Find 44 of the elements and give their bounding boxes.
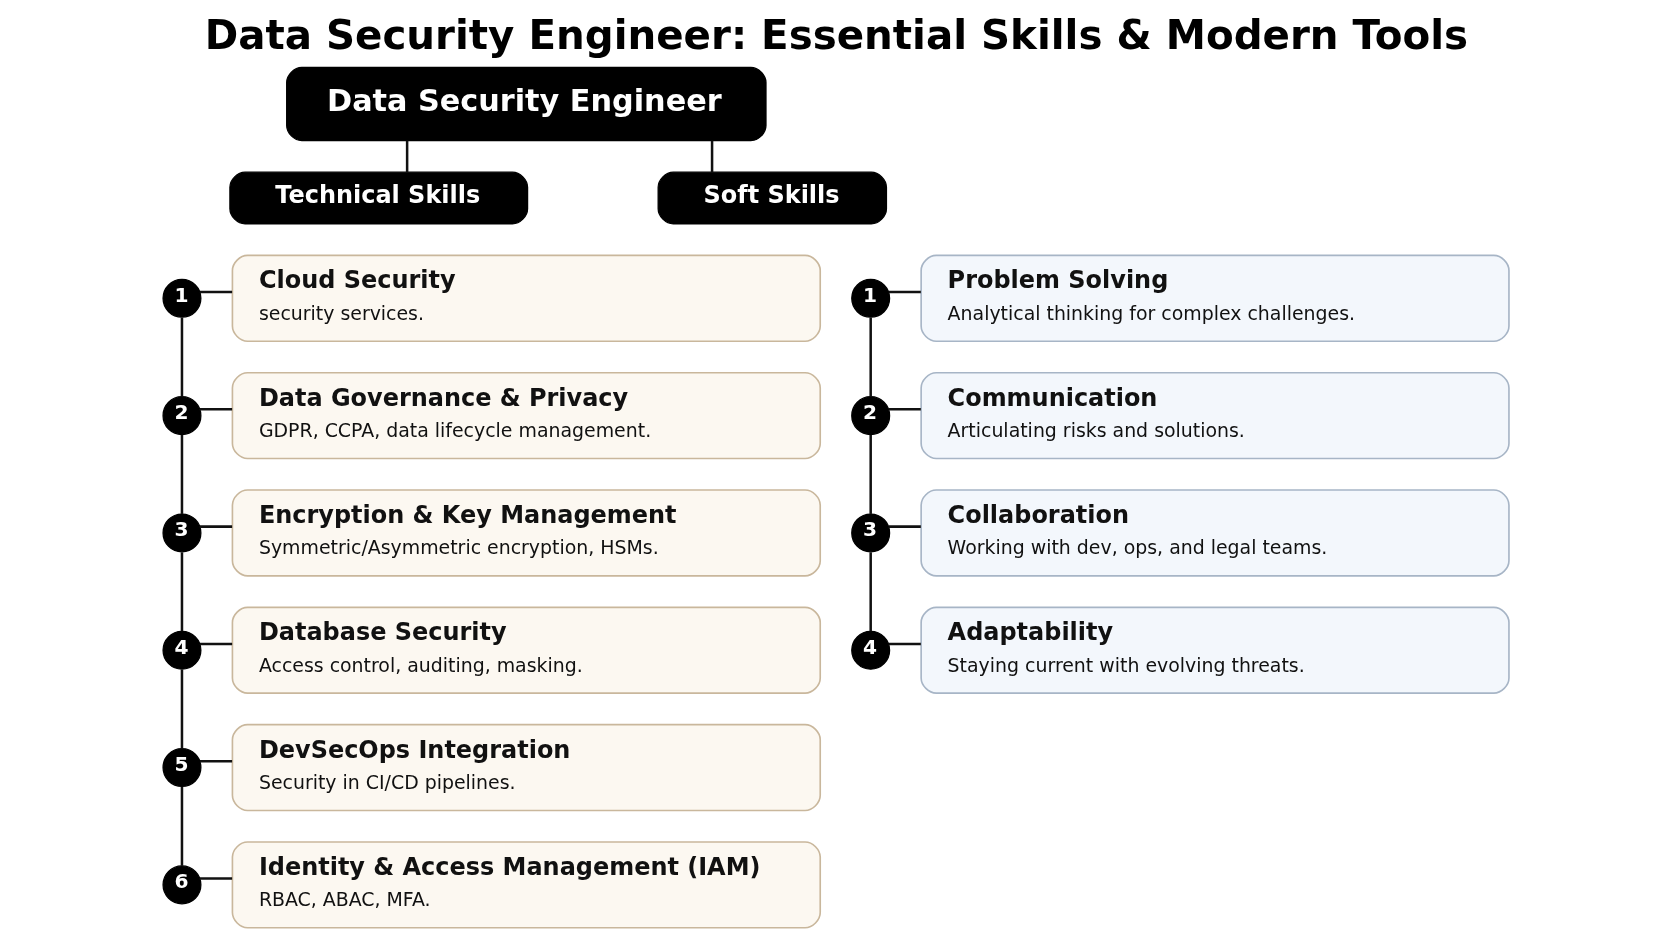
node-box: Soft Skills bbox=[657, 171, 888, 225]
node-box: Communication Articulating risks and solutions. bbox=[920, 371, 1510, 460]
connector bbox=[180, 786, 184, 866]
connector bbox=[888, 290, 921, 294]
connector bbox=[180, 435, 184, 514]
node-box: Database Security Access control, auditing, masking. bbox=[231, 606, 822, 694]
node-box: Adaptability Staying current with evolving threats. bbox=[920, 606, 1510, 694]
node-box: Data Security Engineer bbox=[286, 66, 767, 142]
connector bbox=[180, 317, 184, 397]
connector bbox=[710, 140, 714, 173]
connector bbox=[869, 552, 872, 632]
connector bbox=[200, 525, 233, 528]
node-circle: 1 bbox=[851, 278, 891, 318]
node-box: Collaboration Working with dev, ops, and legal teams. bbox=[920, 489, 1510, 577]
node-circle: 6 bbox=[162, 865, 202, 905]
node-box: Technical Skills bbox=[229, 171, 529, 225]
node-circle: 4 bbox=[851, 630, 891, 670]
connector bbox=[405, 140, 409, 173]
connector bbox=[200, 642, 233, 646]
node-box: Identity & Access Management (IAM) RBAC, ABAC, MFA. bbox=[231, 841, 822, 929]
diagram-title: Data Security Engineer: Essential Skills & Modern Tools bbox=[204, 12, 1469, 60]
connector bbox=[888, 408, 921, 411]
connector bbox=[200, 877, 233, 880]
connector bbox=[200, 290, 233, 294]
connector bbox=[888, 642, 921, 646]
connector bbox=[180, 669, 184, 749]
connector bbox=[200, 408, 233, 411]
node-circle: 2 bbox=[162, 396, 202, 436]
node-circle: 1 bbox=[162, 278, 202, 318]
node-box: Data Governance & Privacy GDPR, CCPA, data lifecycle management. bbox=[231, 371, 822, 460]
connector bbox=[888, 525, 921, 528]
node-box: DevSecOps Integration Security in CI/CD pipelines. bbox=[231, 723, 822, 812]
node-circle: 3 bbox=[162, 513, 202, 553]
node-box: Problem Solving Analytical thinking for complex challenges. bbox=[920, 254, 1510, 343]
node-circle: 4 bbox=[162, 630, 202, 670]
connector bbox=[180, 552, 184, 632]
node-box: Encryption & Key Management Symmetric/Asymmetric encryption, HSMs. bbox=[231, 489, 822, 577]
connector bbox=[869, 435, 872, 514]
node-box: Cloud Security security services. bbox=[231, 254, 822, 343]
node-circle: 2 bbox=[851, 396, 891, 436]
node-circle: 3 bbox=[851, 513, 891, 553]
connector bbox=[200, 760, 233, 763]
node-circle: 5 bbox=[162, 748, 202, 788]
connector bbox=[869, 317, 872, 397]
